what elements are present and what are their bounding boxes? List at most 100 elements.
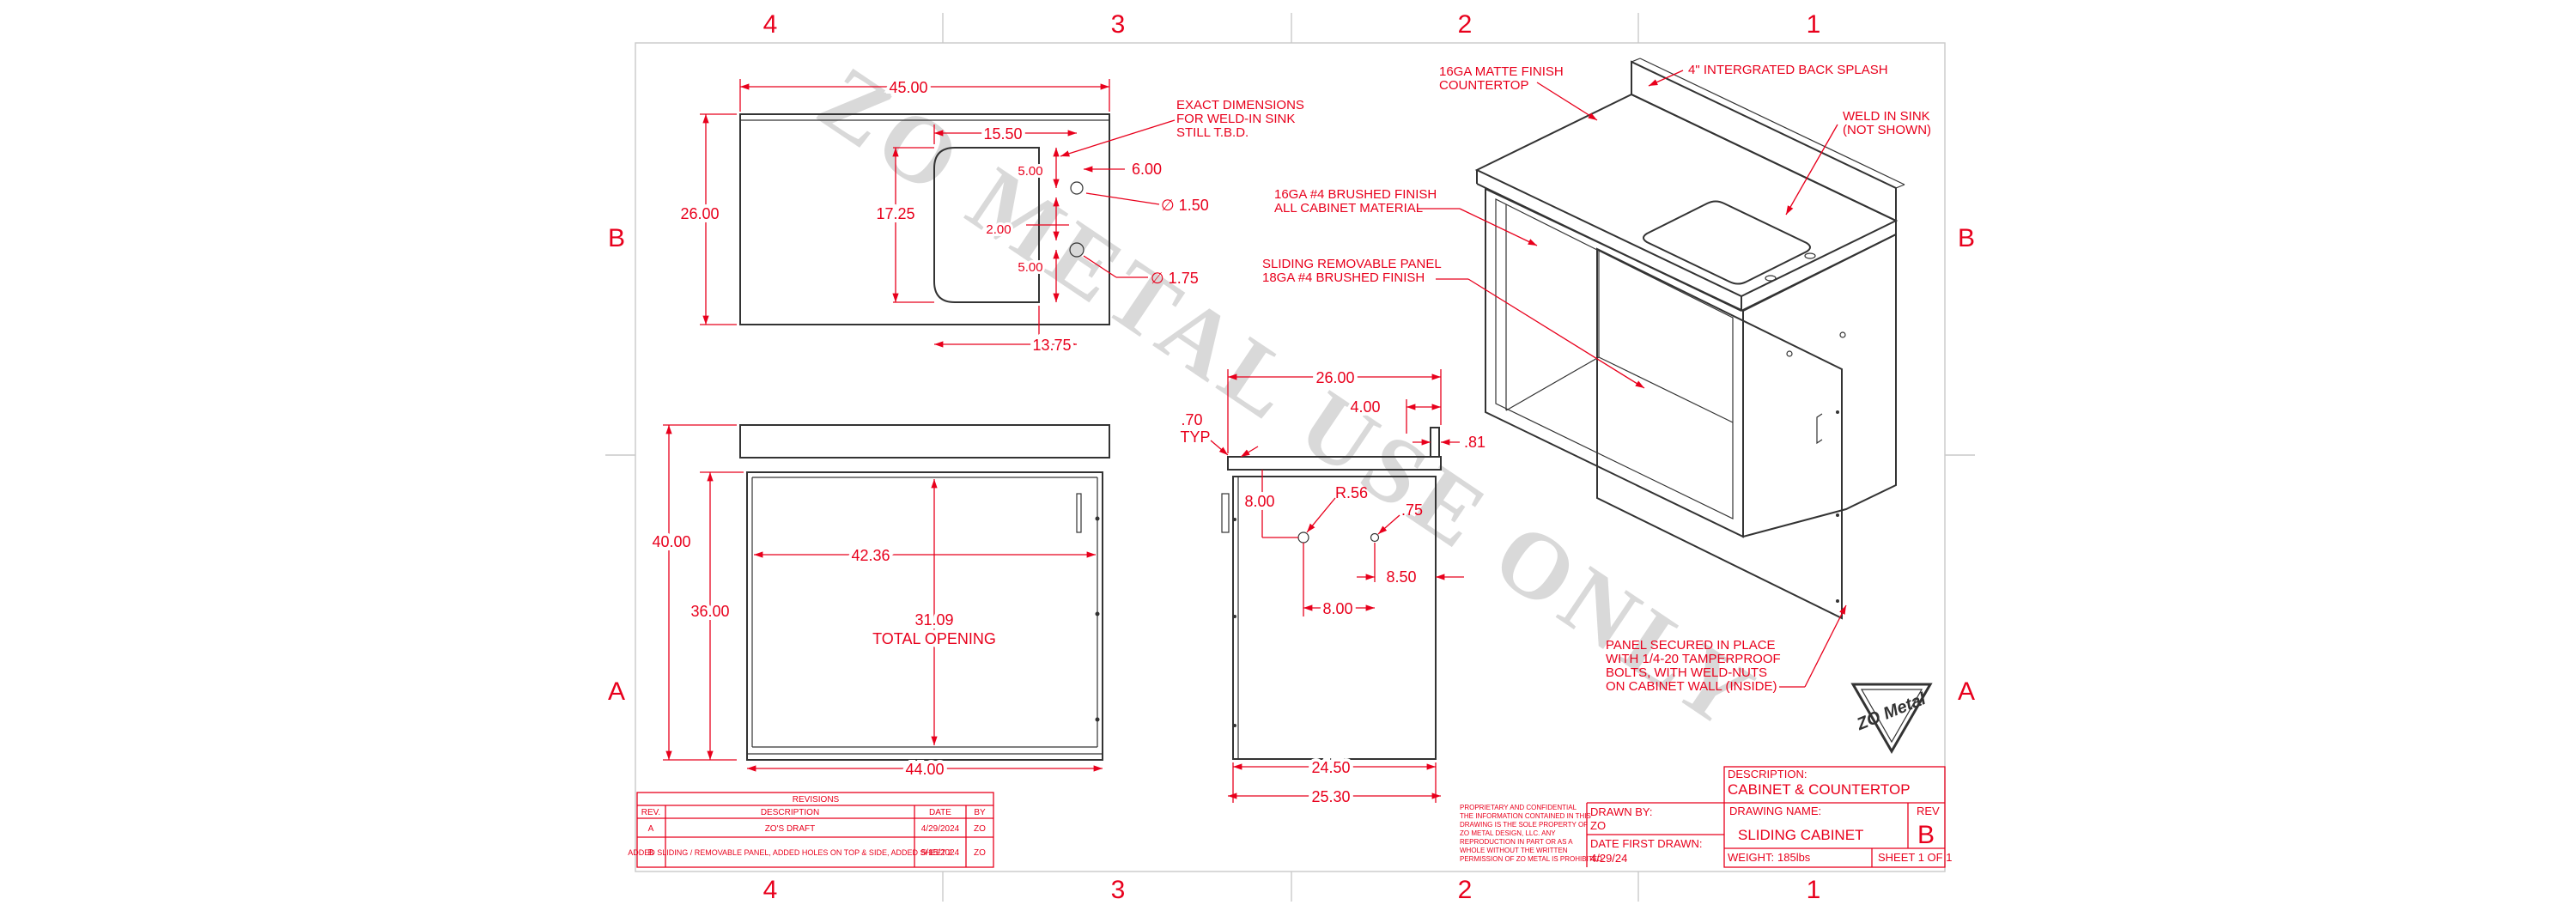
sheet-number: SHEET 1 OF 1: [1878, 851, 1952, 864]
dim-opening-width: 42.36: [851, 547, 890, 564]
dim-hole-diameter-2: ∅ 1.75: [1151, 270, 1199, 287]
zone-col-4-top: 4: [763, 10, 778, 39]
weight-value: 185lbs: [1777, 851, 1811, 864]
callout-countertop-1: 16GA MATTE FINISH: [1439, 64, 1564, 79]
dim-side-splash: .81: [1464, 434, 1485, 451]
zone-row-b-left: B: [608, 224, 625, 252]
drawn-by-value: ZO: [1590, 819, 1606, 832]
iso-sink: [1643, 200, 1811, 285]
dim-hole-spacing-top: 5.00: [1018, 164, 1042, 179]
bolt-1: [1095, 516, 1100, 521]
callout-panel-bolts-2: WITH 1/4-20 TAMPERPROOF: [1606, 652, 1781, 666]
faucet-hole-1: [1070, 181, 1084, 195]
proprietary-line-6: WHOLE WITHOUT THE WRITTEN: [1460, 847, 1568, 854]
weight-label: WEIGHT:: [1728, 851, 1774, 864]
rev-b-desc: ADDED SLIDING / REMOVABLE PANEL, ADDED H…: [628, 848, 952, 857]
drawing-name-label: DRAWING NAME:: [1729, 805, 1821, 817]
side-cabinet-body: [1232, 476, 1437, 760]
revisions-table: REVISIONS REV. DESCRIPTION DATE BY A ZO'…: [628, 792, 994, 868]
iso-panel-handle: [1816, 413, 1823, 445]
iso-side-hole: [1839, 331, 1846, 338]
iso-opening: [1495, 198, 1734, 519]
rev-header-rev: REV.: [641, 808, 660, 817]
proprietary-line-4: ZO METAL DESIGN, LLC. ANY: [1460, 829, 1556, 837]
rev-header-date: DATE: [929, 808, 951, 817]
iso-cabinet-side: [1742, 233, 1897, 538]
opening-label: TOTAL OPENING: [872, 630, 996, 647]
proprietary-line-7: PERMISSION OF ZO METAL IS PROHIBITED.: [1460, 855, 1604, 863]
description-value: CABINET & COUNTERTOP: [1728, 781, 1911, 798]
zone-col-2-bottom: 2: [1458, 876, 1473, 904]
callout-panel-bolts-1: PANEL SECURED IN PLACE: [1606, 638, 1776, 653]
rev-value: B: [1917, 821, 1935, 849]
iso-side-hole-2: [1786, 350, 1793, 357]
rev-header-by: BY: [974, 808, 986, 817]
dim-side-hole-spacing: 8.00: [1322, 600, 1352, 617]
revisions-title: REVISIONS: [793, 795, 840, 805]
dim-opening-height: 31.09: [914, 611, 953, 629]
bolt-3: [1095, 717, 1100, 722]
title-block: PROPRIETARY AND CONFIDENTIAL THE INFORMA…: [1460, 766, 1952, 868]
side-handle: [1221, 493, 1230, 533]
side-view: 26.00 4.00 .70 TYP .81 8.00 R.56 .75 8.5…: [1180, 366, 1485, 809]
date-drawn-label: DATE FIRST DRAWN:: [1590, 837, 1702, 850]
zone-col-4-bottom: 4: [763, 876, 778, 904]
dim-side-hole-height: 8.00: [1244, 493, 1274, 510]
dim-hole-spacing-bottom: 5.00: [1018, 260, 1042, 275]
dim-side-hole-small: .75: [1401, 501, 1423, 519]
dim-top-width: 45.00: [889, 79, 927, 96]
zone-row-a-left: A: [608, 677, 625, 706]
rev-a-rev: A: [648, 824, 654, 834]
iso-sliding-panel: [1596, 247, 1843, 620]
dim-hole-spacing-mid: 2.00: [986, 222, 1011, 237]
zone-col-3-top: 3: [1111, 10, 1126, 39]
dim-hole-offset-right: 6.00: [1132, 161, 1162, 178]
side-hole-1: [1297, 531, 1309, 544]
front-cabinet-body: [746, 471, 1103, 761]
side-hole-2: [1370, 532, 1380, 543]
faucet-hole-2: [1069, 242, 1084, 258]
iso-faucet-hole-1: [1804, 252, 1816, 259]
iso-cabinet-front: [1485, 187, 1744, 538]
dim-sink-width: 13.75: [1032, 337, 1071, 354]
zone-col-2-top: 2: [1458, 10, 1473, 39]
isometric-view: 16GA MATTE FINISH COUNTERTOP 4" INTERGRA…: [1262, 58, 1931, 694]
dim-sink-offset: 15.50: [983, 125, 1022, 143]
rev-a-date: 4/29/2024: [921, 824, 960, 834]
iso-backsplash: [1631, 60, 1897, 222]
rev-a-by: ZO: [974, 824, 986, 834]
sheet-border: [605, 13, 1975, 902]
sink-note-line-1: EXACT DIMENSIONS: [1176, 98, 1304, 112]
dim-side-depth-top: 26.00: [1315, 369, 1354, 386]
dim-side-thickness-note: TYP: [1180, 428, 1210, 446]
front-view: 40.00 36.00 42.36 31.09 TOTAL OPENING 44…: [648, 424, 1110, 781]
iso-bolt-1: [1836, 410, 1839, 414]
front-handle: [1076, 493, 1082, 533]
callout-panel-bolts-3: BOLTS, WITH WELD-NUTS: [1606, 665, 1767, 680]
iso-bolt-3: [1836, 599, 1839, 603]
dim-cabinet-height: 36.00: [690, 603, 729, 620]
drawing-name-value: SLIDING CABINET: [1738, 827, 1863, 843]
iso-faucet-hole-2: [1765, 275, 1777, 282]
dim-side-inset: 4.00: [1350, 398, 1380, 416]
iso-bolt-2: [1836, 513, 1839, 517]
proprietary-line-3: DRAWING IS THE SOLE PROPERTY OF: [1460, 821, 1588, 829]
svg-text:ZO Metal: ZO Metal: [1853, 689, 1929, 735]
sink-note-line-2: FOR WELD-IN SINK: [1176, 112, 1295, 126]
callout-sliding-panel-1: SLIDING REMOVABLE PANEL: [1262, 257, 1442, 271]
callout-sliding-panel-2: 18GA #4 BRUSHED FINISH: [1262, 270, 1425, 285]
zone-row-a-right: A: [1958, 677, 1975, 706]
proprietary-line-2: THE INFORMATION CONTAINED IN THIS: [1460, 812, 1591, 820]
dim-hole-diameter-1: ∅ 1.50: [1161, 197, 1209, 214]
proprietary-line-5: REPRODUCTION IN PART OR AS A: [1460, 838, 1573, 846]
sink-outline: [933, 147, 1040, 303]
dim-side-radius: R.56: [1335, 484, 1368, 501]
dim-side-overall-depth: 25.30: [1311, 788, 1350, 805]
side-bolt-1: [1233, 518, 1236, 521]
callout-cabinet-material-2: ALL CABINET MATERIAL: [1274, 201, 1423, 216]
callout-backsplash: 4" INTERGRATED BACK SPLASH: [1688, 63, 1888, 77]
side-bolt-2: [1233, 615, 1236, 618]
company-logo: ZO Metal: [1850, 683, 1933, 755]
callout-sink-1: WELD IN SINK: [1843, 109, 1930, 124]
drawn-by-label: DRAWN BY:: [1590, 805, 1652, 818]
